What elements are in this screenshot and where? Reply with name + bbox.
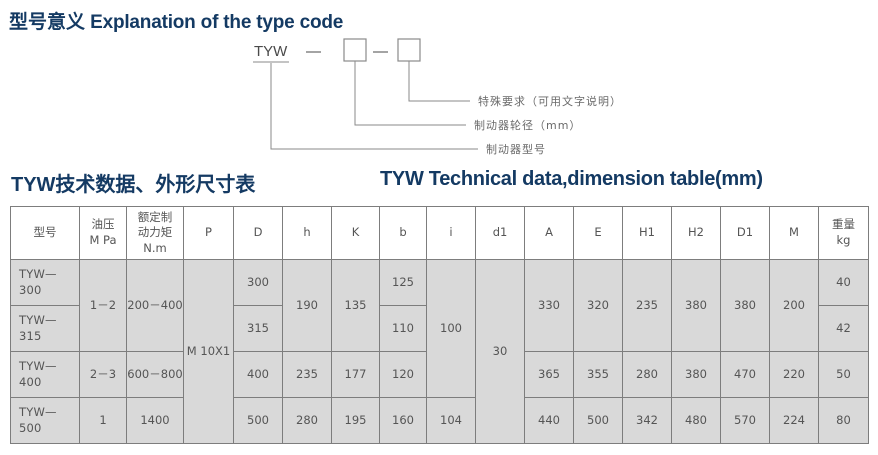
table-header-row: 型号 油压 M Pa 额定制 动力矩 N.m P D h K b i d1 A … (10, 206, 869, 260)
cell-rated-torque: 600－800 (126, 351, 184, 398)
cell-b: 125 (379, 259, 427, 306)
col-header-h2: H2 (671, 206, 721, 260)
cell-weight: 50 (818, 351, 869, 398)
col-header-oil-pressure: 油压 M Pa (79, 206, 127, 260)
cell-m: 224 (769, 397, 819, 444)
cell-d: 400 (233, 351, 283, 398)
leader-line-model (270, 63, 478, 150)
cell-h2: 380 (671, 351, 721, 398)
cell-oil-pressure: 1 (79, 397, 127, 444)
cell-rated-torque: 1400 (126, 397, 184, 444)
cell-h1: 342 (622, 397, 672, 444)
cell-d1-outer: 470 (720, 351, 770, 398)
col-header-model: 型号 (10, 206, 80, 260)
cell-model: TYW—315 (10, 305, 80, 352)
cell-rated-torque: 200－400 (126, 259, 184, 352)
cell-k: 135 (331, 259, 380, 352)
col-header-h1: H1 (622, 206, 672, 260)
leader-line-wheel-diameter (354, 61, 466, 126)
technical-data-table: 型号 油压 M Pa 额定制 动力矩 N.m P D h K b i d1 A … (10, 206, 869, 444)
cell-oil-pressure: 2－3 (79, 351, 127, 398)
cell-model: TYW—500 (10, 397, 80, 444)
cell-d1-outer: 570 (720, 397, 770, 444)
page-title-type-code-en: Explanation of the type code (90, 12, 344, 33)
cell-d: 300 (233, 259, 283, 306)
cell-weight: 40 (818, 259, 869, 306)
page-title-type-code: 型号意义 Explanation of the type code (9, 7, 343, 34)
cell-i: 104 (426, 397, 476, 444)
cell-weight: 80 (818, 397, 869, 444)
type-code-diagram: TYW — — 特殊要求（可用文字说明） 制动器轮径（mm） 制动器型号 (0, 30, 878, 160)
cell-b: 110 (379, 305, 427, 352)
col-header-d1: d1 (475, 206, 525, 260)
annotation-special-requirement: 特殊要求（可用文字说明） (478, 94, 622, 108)
cell-b: 160 (379, 397, 427, 444)
cell-e: 320 (573, 259, 623, 352)
cell-a: 365 (524, 351, 574, 398)
annotation-wheel-diameter: 制动器轮径（mm） (474, 118, 581, 132)
cell-a: 440 (524, 397, 574, 444)
cell-a: 330 (524, 259, 574, 352)
cell-d: 500 (233, 397, 283, 444)
col-header-k: K (331, 206, 380, 260)
cell-h1: 235 (622, 259, 672, 352)
cell-h: 235 (282, 351, 332, 398)
cell-model: TYW—400 (10, 351, 80, 398)
cell-b: 120 (379, 351, 427, 398)
page-title-type-code-cn: 型号意义 (9, 12, 86, 33)
cell-k: 177 (331, 351, 380, 398)
cell-h: 280 (282, 397, 332, 444)
cell-h1: 280 (622, 351, 672, 398)
cell-model: TYW—300 (10, 259, 80, 306)
type-code-box-special-requirement (397, 38, 421, 62)
cell-e: 355 (573, 351, 623, 398)
table-title-cn: TYW技术数据、外形尺寸表 (11, 174, 256, 196)
table-row: TYW—300 1－2 200－400 M 10X1 300 190 135 1… (10, 259, 869, 444)
col-header-i: i (426, 206, 476, 260)
col-header-h: h (282, 206, 332, 260)
cell-h: 190 (282, 259, 332, 352)
cell-m: 220 (769, 351, 819, 398)
cell-p: M 10X1 (183, 259, 234, 444)
col-header-b: b (379, 206, 427, 260)
col-header-p: P (183, 206, 234, 260)
cell-h2: 380 (671, 259, 721, 352)
col-header-d1-outer: D1 (720, 206, 770, 260)
table-title-en: TYW Technical data,dimension table(mm) (380, 168, 763, 190)
cell-h2: 480 (671, 397, 721, 444)
col-header-a: A (524, 206, 574, 260)
cell-e: 500 (573, 397, 623, 444)
table-row: TYW—400 2－3 600－800 400 235 177 120 365 … (10, 351, 869, 398)
cell-i: 100 (426, 259, 476, 398)
col-header-weight: 重量 kg (818, 206, 869, 260)
type-code-label: TYW (254, 43, 288, 60)
type-code-box-wheel-diameter (343, 38, 367, 62)
cell-oil-pressure: 1－2 (79, 259, 127, 352)
col-header-rated-braking-torque: 额定制 动力矩 N.m (126, 206, 184, 260)
cell-m: 200 (769, 259, 819, 352)
annotation-model: 制动器型号 (486, 142, 546, 156)
dash-separator-2: — (373, 43, 388, 60)
leader-line-special-requirement (408, 61, 470, 102)
table-row: TYW—315 315 110 42 (10, 305, 869, 352)
dash-separator-1: — (306, 43, 321, 60)
col-header-d: D (233, 206, 283, 260)
cell-d1: 30 (475, 259, 525, 444)
col-header-e: E (573, 206, 623, 260)
table-row: TYW—500 1 1400 500 280 195 160 104 440 5… (10, 397, 869, 444)
cell-k: 195 (331, 397, 380, 444)
col-header-m: M (769, 206, 819, 260)
cell-d: 315 (233, 305, 283, 352)
cell-d1-outer: 380 (720, 259, 770, 352)
cell-weight: 42 (818, 305, 869, 352)
